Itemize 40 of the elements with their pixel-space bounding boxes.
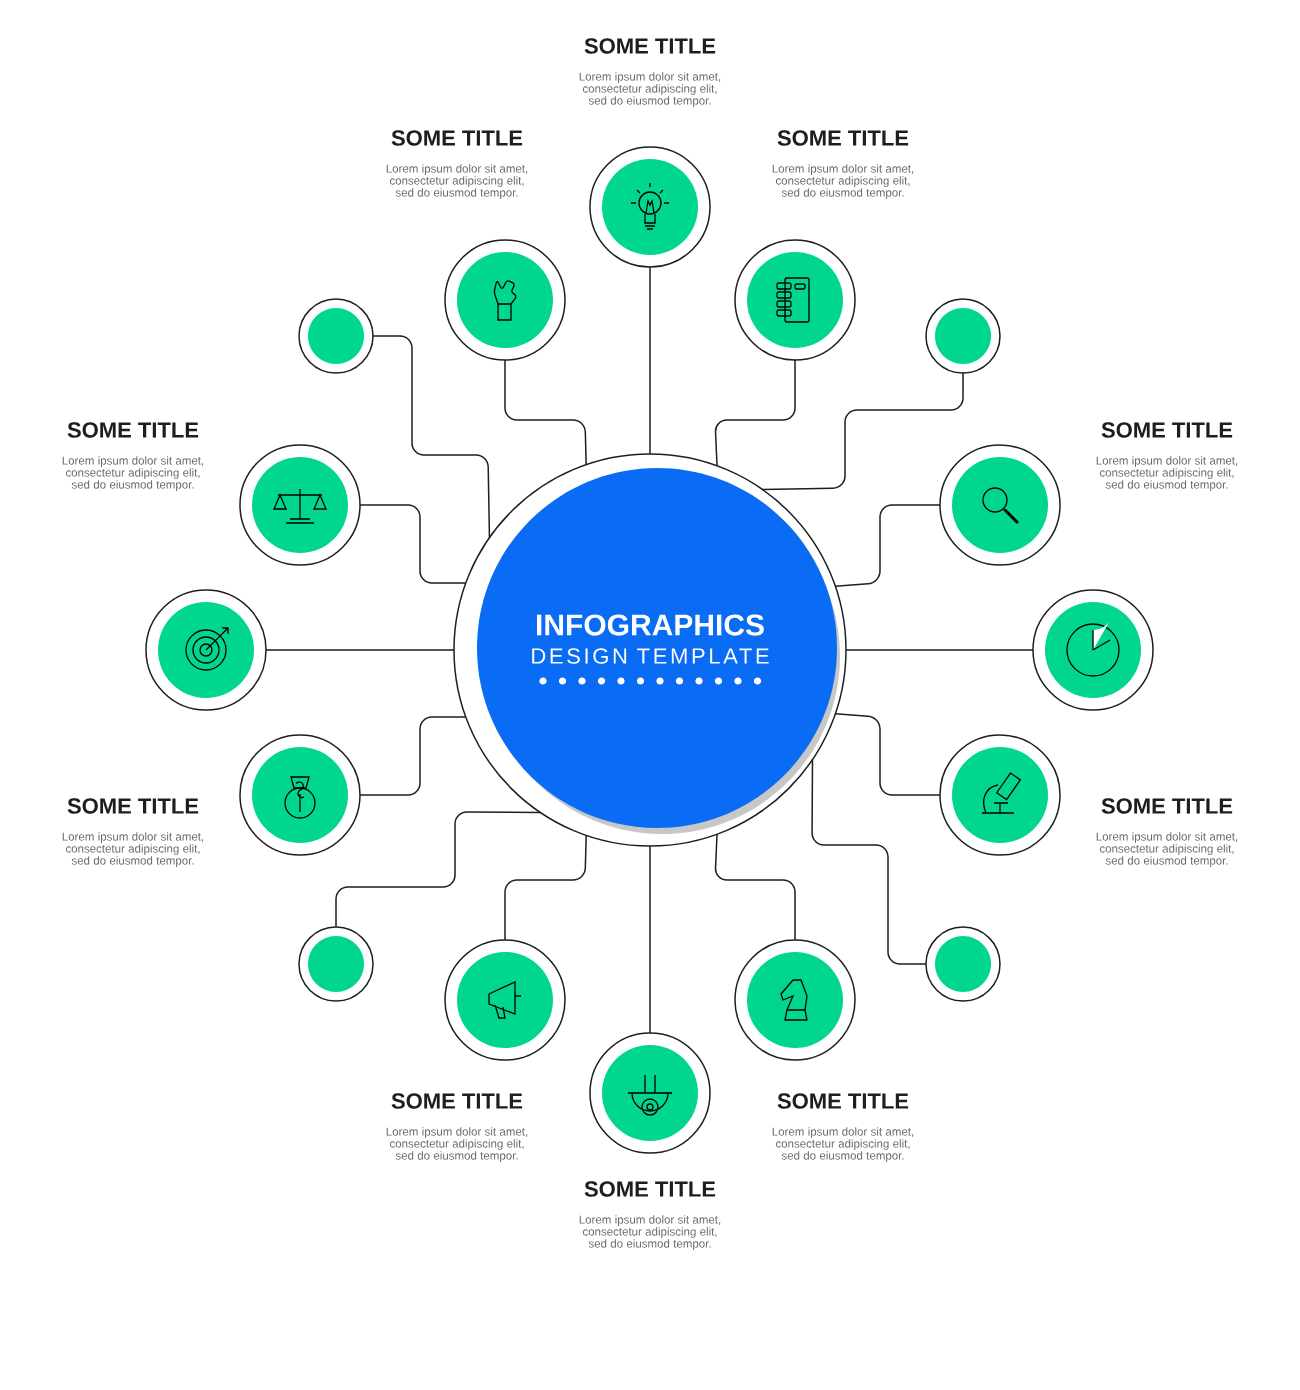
icon-circle [298,926,374,1002]
step-description: Lorem ipsum dolor sit amet, consectetur adipiscing elit, sed do eiusmod tempor. [1096,832,1238,867]
step-description: Lorem ipsum dolor sit amet, consectetur adipiscing elit, sed do eiusmod tempor. [62,832,204,867]
connector-line [834,504,941,587]
step-description: Lorem ipsum dolor sit amet, consectetur adipiscing elit, sed do eiusmod tempor. [62,456,204,491]
connector-line [649,266,651,455]
connector-line [504,834,587,941]
step-title: SOME TITLE [1101,798,1233,814]
connector-line [649,845,651,1034]
connector-line [845,649,1034,651]
connector-line [265,649,455,651]
step-title: SOME TITLE [584,38,716,54]
connector-line [504,359,587,466]
step-title: SOME TITLE [777,1093,909,1109]
connector-line [359,716,467,796]
connector-line [335,811,542,928]
step-title: SOME TITLE [777,130,909,146]
step-description: Lorem ipsum dolor sit amet, consectetur adipiscing elit, sed do eiusmod tempor. [772,164,914,199]
step-title: SOME TITLE [584,1181,716,1197]
icon-circle [925,926,1001,1002]
connector-line [359,504,467,584]
connector-line [834,713,941,796]
step-title: SOME TITLE [391,1093,523,1109]
connector-line [714,359,796,467]
step-description: Lorem ipsum dolor sit amet, consectetur adipiscing elit, sed do eiusmod tempor. [386,164,528,199]
step-title: SOME TITLE [391,130,523,146]
connector-line [714,833,796,941]
icon-circle [298,298,374,374]
icon-circle [925,298,1001,374]
connector-line [811,758,927,965]
connector-line [761,372,964,491]
step-title: SOME TITLE [67,422,199,438]
step-description: Lorem ipsum dolor sit amet, consectetur adipiscing elit, sed do eiusmod tempor. [1096,456,1238,491]
step-description: Lorem ipsum dolor sit amet, consectetur adipiscing elit, sed do eiusmod tempor. [579,1215,721,1250]
connector-line [372,335,491,539]
step-title: SOME TITLE [1101,422,1233,438]
step-description: Lorem ipsum dolor sit amet, consectetur adipiscing elit, sed do eiusmod tempor. [579,72,721,107]
step-description: Lorem ipsum dolor sit amet, consectetur adipiscing elit, sed do eiusmod tempor. [772,1127,914,1162]
step-title: SOME TITLE [67,798,199,814]
step-description: Lorem ipsum dolor sit amet, consectetur adipiscing elit, sed do eiusmod tempor. [386,1127,528,1162]
